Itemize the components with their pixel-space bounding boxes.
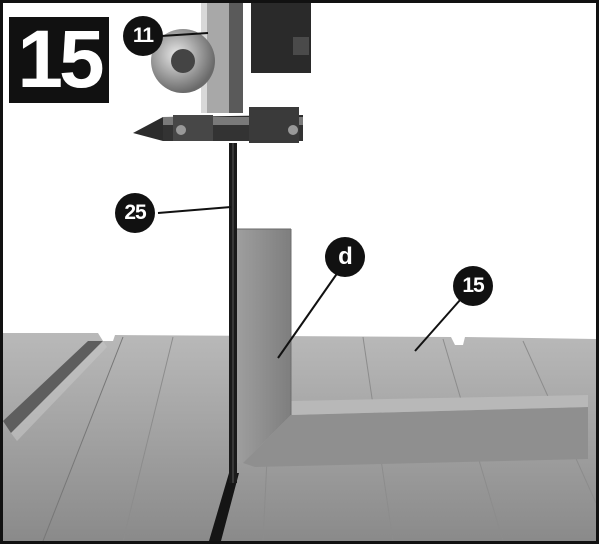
try-square bbox=[234, 228, 588, 467]
callout-25: 25 bbox=[115, 193, 155, 233]
bandsaw-photo bbox=[3, 3, 596, 541]
upper-blade-guide bbox=[133, 3, 311, 143]
table-slot bbox=[209, 473, 239, 541]
figure-number-badge: 15 bbox=[9, 17, 109, 103]
callout-d: d bbox=[325, 237, 365, 277]
callout-15: 15 bbox=[453, 266, 493, 306]
callout-11: 11 bbox=[123, 16, 163, 56]
saw-blade bbox=[229, 143, 237, 483]
